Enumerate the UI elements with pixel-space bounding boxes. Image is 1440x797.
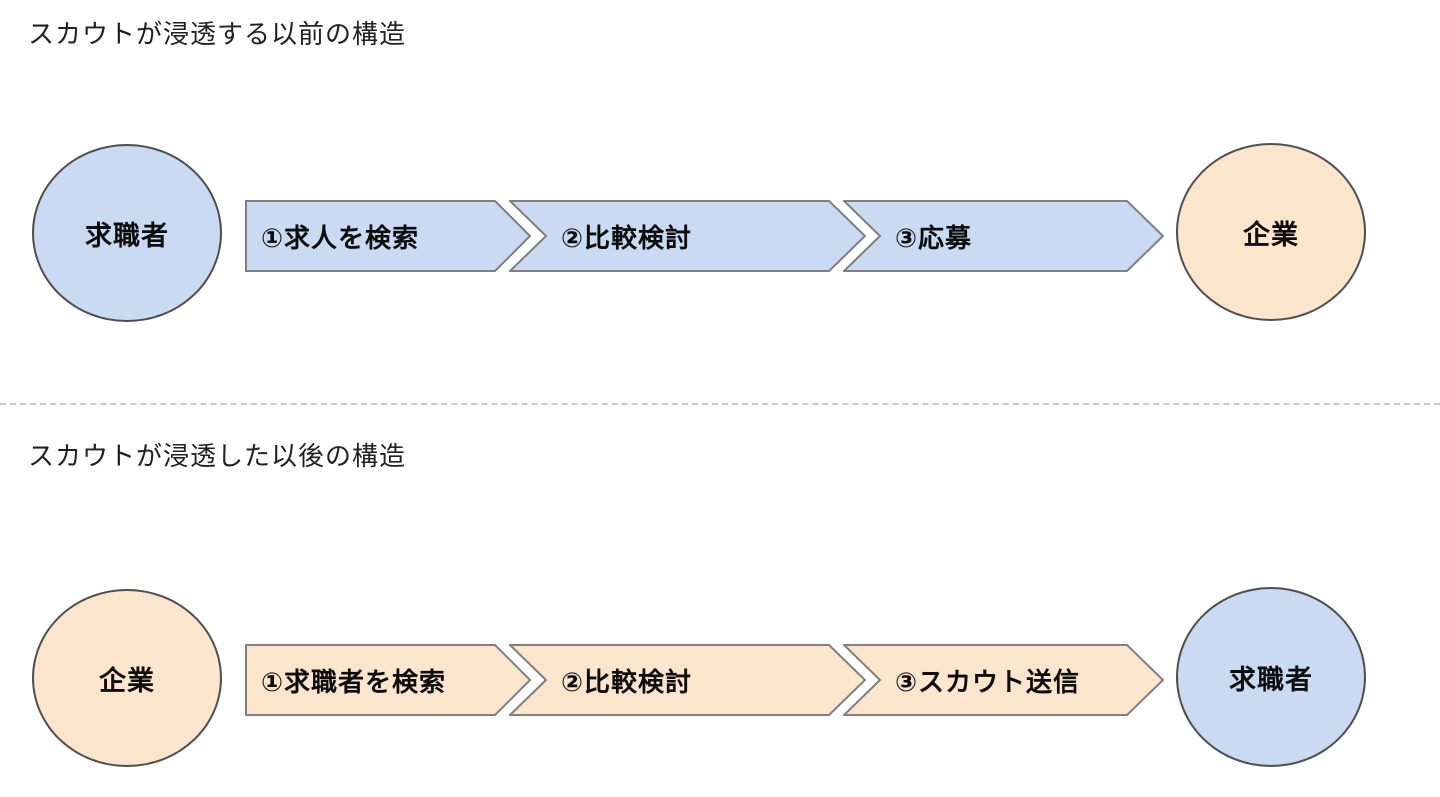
chevron-arrow-shape [245, 644, 532, 716]
after-company-label: 企業 [99, 665, 155, 696]
after-step-3-arrow: ③スカウト送信 [843, 644, 1164, 716]
before-jobseeker-label: 求職者 [85, 220, 169, 251]
before-step-3-arrow: ③応募 [843, 200, 1164, 272]
before-step-1-arrow: ①求人を検索 [245, 200, 532, 272]
after-jobseeker-circle: 求職者 [1176, 587, 1366, 767]
section-divider-line [0, 403, 1440, 405]
after-company-circle: 企業 [32, 589, 222, 767]
after-step-1-label: ①求職者を検索 [261, 666, 447, 697]
chevron-arrow-shape [843, 644, 1164, 716]
before-step-2-label: ②比較検討 [561, 222, 693, 253]
before-company-circle: 企業 [1176, 143, 1366, 321]
chevron-arrow-shape [509, 200, 866, 272]
after-step-3-label: ③スカウト送信 [895, 666, 1081, 697]
after-section-title: スカウトが浸透した以後の構造 [28, 441, 407, 471]
chevron-arrow-shape [245, 200, 532, 272]
before-step-2-arrow: ②比較検討 [509, 200, 866, 272]
after-step-2-label: ②比較検討 [561, 666, 693, 697]
before-section-title: スカウトが浸透する以前の構造 [28, 19, 407, 49]
before-company-label: 企業 [1243, 219, 1299, 250]
before-step-1-label: ①求人を検索 [261, 222, 420, 253]
before-step-3-label: ③応募 [895, 222, 973, 253]
after-jobseeker-label: 求職者 [1229, 664, 1313, 695]
chevron-arrow-shape [843, 200, 1164, 272]
chevron-arrow-shape [509, 644, 866, 716]
after-step-1-arrow: ①求職者を検索 [245, 644, 532, 716]
after-step-2-arrow: ②比較検討 [509, 644, 866, 716]
before-jobseeker-circle: 求職者 [32, 144, 222, 322]
